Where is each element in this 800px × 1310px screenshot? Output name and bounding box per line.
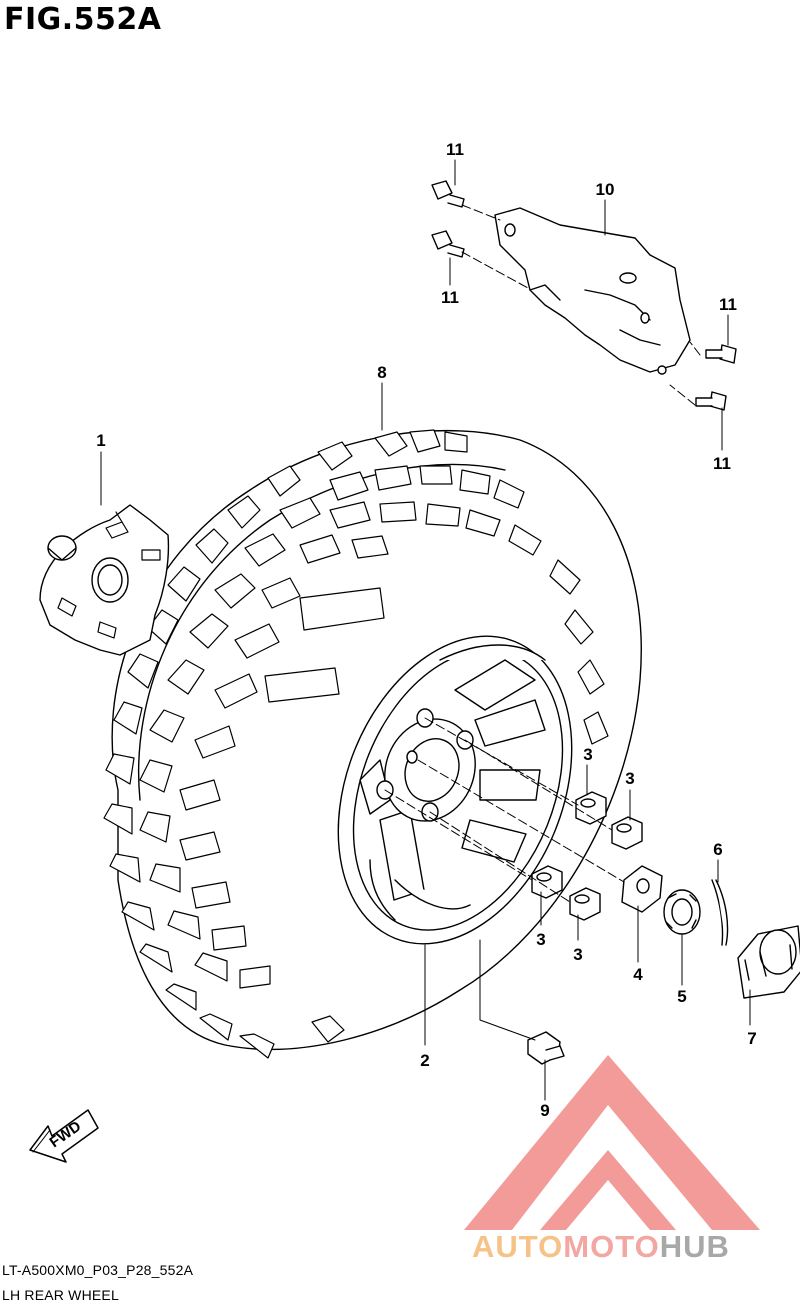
small-parts	[527, 791, 800, 1065]
leader-lines	[100, 159, 751, 1101]
callout-8: 8	[377, 363, 386, 382]
callout-10: 10	[596, 180, 615, 199]
bracket-10	[494, 207, 691, 375]
washer-4	[621, 865, 663, 913]
valve-9	[527, 1031, 565, 1065]
cotter-pin-6	[711, 879, 729, 946]
callout-1: 1	[96, 431, 105, 450]
callout-3-a: 3	[583, 745, 592, 764]
castle-nut-5	[663, 889, 701, 935]
dash-lines	[384, 204, 701, 903]
callout-3-d: 3	[573, 945, 582, 964]
watermark-hub: HUB	[660, 1229, 730, 1264]
diagram-code: LT-A500XM0_P03_P28_552A	[2, 1262, 194, 1278]
svg-text:AUTOMOTOHUB: AUTOMOTOHUB	[472, 1229, 730, 1264]
figure-title: FIG.552A	[4, 2, 162, 37]
nut-3-b	[611, 816, 643, 850]
fwd-arrow: FWD	[29, 1109, 99, 1163]
nut-3-d	[569, 887, 601, 921]
watermark-moto: MOTO	[563, 1229, 659, 1264]
hub-1	[39, 504, 170, 656]
callout-3-b: 3	[625, 769, 634, 788]
callout-2: 2	[420, 1051, 429, 1070]
hub-cap-7	[737, 925, 800, 999]
callout-11-c: 11	[719, 295, 737, 314]
nut-3-a	[575, 791, 607, 825]
watermark-auto: AUTO	[472, 1229, 563, 1264]
watermark-logo: AUTOMOTOHUB	[464, 1055, 760, 1264]
callout-11-b: 11	[441, 288, 459, 307]
callout-6: 6	[713, 840, 722, 859]
callout-11-d: 11	[713, 454, 731, 473]
callout-9: 9	[540, 1101, 549, 1120]
tire-8	[103, 429, 642, 1059]
callout-4: 4	[633, 965, 643, 984]
diagram-subtitle: LH REAR WHEEL	[2, 1287, 119, 1303]
wheel-rim-2	[337, 635, 573, 945]
callout-5: 5	[677, 987, 686, 1006]
callout-7: 7	[747, 1029, 756, 1048]
bolts-11	[431, 180, 737, 411]
callout-3-c: 3	[536, 930, 545, 949]
callout-11-a: 11	[446, 140, 464, 159]
nut-3-c	[531, 865, 563, 899]
